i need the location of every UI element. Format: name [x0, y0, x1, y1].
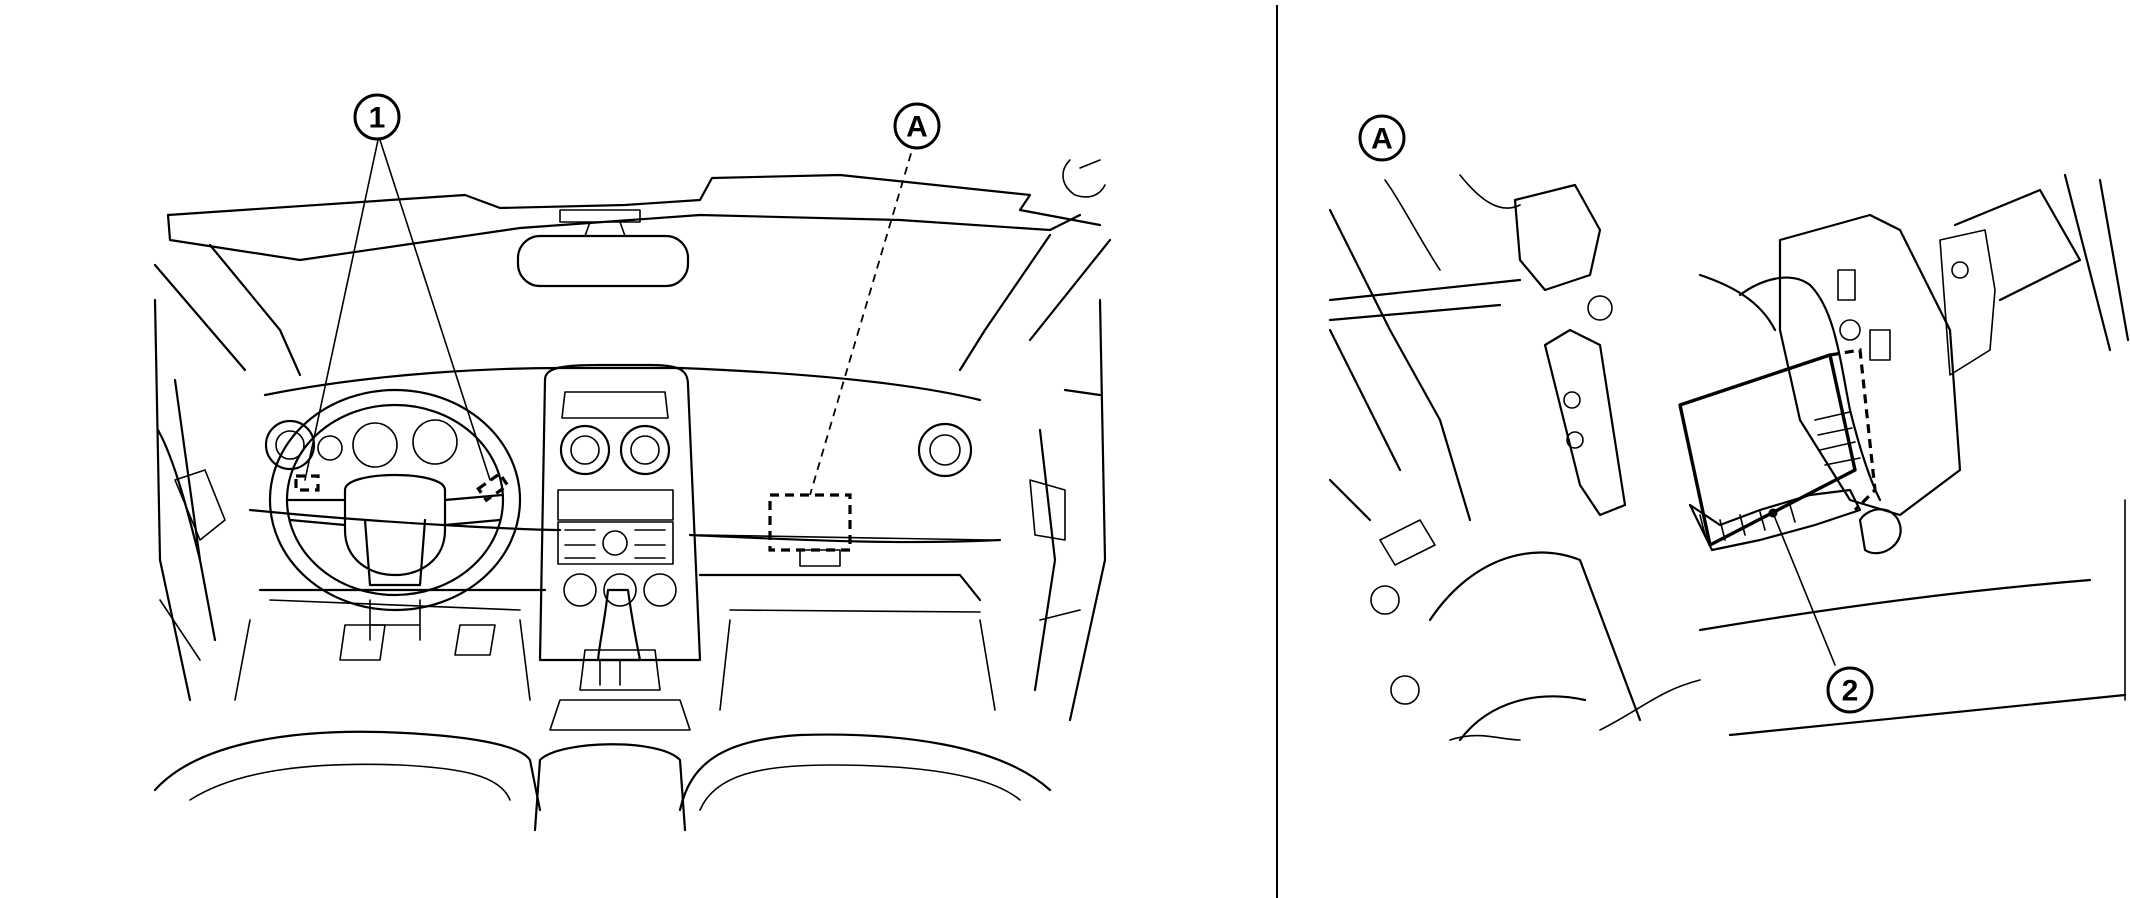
bracket-left	[1543, 328, 1627, 517]
center-vent-right-inner	[630, 435, 660, 465]
right-seat	[678, 733, 1052, 812]
control-unit-body	[1678, 353, 1857, 547]
control-unit-hidden-edge	[1829, 348, 1877, 512]
console-tray	[549, 699, 691, 731]
steering-hub	[343, 473, 447, 577]
upper-mount	[1513, 183, 1602, 292]
center-armrest	[533, 743, 687, 832]
leader-line-2	[1772, 512, 1836, 666]
wiring-harness	[1738, 276, 1882, 502]
audio-buttons	[564, 529, 666, 559]
svg-text:A: A	[1371, 123, 1393, 156]
lower-bolt	[1390, 675, 1420, 705]
audio-controls	[557, 521, 674, 565]
left-seat-inner	[189, 763, 511, 801]
climate-knob-right	[643, 573, 677, 607]
left-outer-vent	[264, 419, 316, 471]
floor-bottom-line	[1728, 693, 2127, 737]
column-plate	[1939, 229, 1996, 376]
steering-spoke-left	[285, 498, 347, 527]
windshield-top	[166, 173, 1102, 227]
climate-knob-center	[603, 573, 637, 607]
right-outer-vent	[917, 422, 973, 478]
right-door-detail	[1029, 479, 1081, 621]
steering-spoke-right	[443, 493, 504, 527]
rear-view-mirror	[516, 234, 690, 288]
climate-knob-left	[563, 573, 597, 607]
left-door-detail	[159, 469, 226, 661]
leader-line-a	[809, 139, 916, 496]
floor-panel-line	[1698, 578, 2092, 632]
floor-right	[719, 609, 996, 711]
center-console	[538, 363, 702, 662]
glovebox-line	[699, 534, 991, 541]
console-top-bezel	[561, 391, 669, 419]
steering-switch-right	[476, 471, 510, 503]
steering-switch-left	[294, 474, 320, 492]
callout-2: 2	[1826, 666, 1874, 714]
steering-wheel-outer	[268, 388, 522, 612]
floor-left	[234, 599, 531, 701]
right-door	[1033, 298, 1107, 722]
connector-pins	[1699, 504, 1796, 541]
svg-text:1: 1	[369, 102, 386, 135]
relay-connector	[1370, 519, 1436, 615]
control-unit-location-box	[768, 493, 852, 552]
right-mirror-corner	[1062, 159, 1106, 198]
lower-wires	[1449, 679, 1701, 741]
audio-knob	[602, 530, 628, 556]
center-vent-left-inner	[570, 435, 600, 465]
callout-a-marker: A	[893, 102, 941, 150]
glovebox-handle	[799, 549, 841, 567]
steering-shaft	[1953, 173, 2130, 352]
left-a-pillar	[153, 243, 302, 377]
center-vent-right	[619, 424, 671, 476]
dashboard-top	[263, 366, 982, 402]
leader-dot-2	[1768, 508, 1778, 518]
steering-hub-lower	[363, 518, 427, 587]
mirror-mount	[559, 209, 641, 237]
column-bracket-features	[1837, 269, 1891, 361]
right-seat-inner	[699, 764, 1021, 811]
svg-text:A: A	[906, 111, 928, 144]
svg-text:2: 2	[1842, 675, 1859, 708]
audio-display	[557, 489, 674, 521]
gauge-small	[317, 435, 343, 461]
dashboard-lower	[258, 573, 982, 602]
callout-1: 1	[353, 93, 401, 141]
right-a-pillar	[958, 233, 1112, 372]
column-bracket	[1778, 213, 1962, 517]
shifter-gate	[579, 649, 661, 691]
pedal-left	[339, 624, 386, 661]
left-seat	[153, 730, 542, 812]
harness-clip	[1858, 508, 1902, 555]
mount-bolt	[1587, 295, 1613, 321]
detail-view-a-label: A	[1358, 114, 1406, 162]
upper-harness	[1328, 273, 1777, 332]
detail-view-a	[1328, 173, 2130, 742]
center-vent-left	[559, 424, 611, 476]
pedal-right	[454, 624, 496, 656]
leader-line-1-right	[379, 139, 491, 481]
wiring-harness-wrap	[1814, 411, 1861, 466]
left-structure	[1328, 208, 1472, 522]
right-outer-vent-inner	[929, 434, 961, 466]
interior-view	[153, 139, 1112, 832]
gauge-left	[352, 422, 398, 468]
lower-duct	[1428, 551, 1642, 742]
leader-line-1-left	[304, 139, 379, 481]
left-door	[153, 298, 217, 702]
bracket-left-holes	[1563, 391, 1584, 449]
gear-shifter	[596, 588, 642, 662]
left-upper-bracket	[1384, 174, 1521, 271]
left-outer-vent-inner	[275, 430, 305, 460]
gauge-right	[412, 419, 458, 465]
